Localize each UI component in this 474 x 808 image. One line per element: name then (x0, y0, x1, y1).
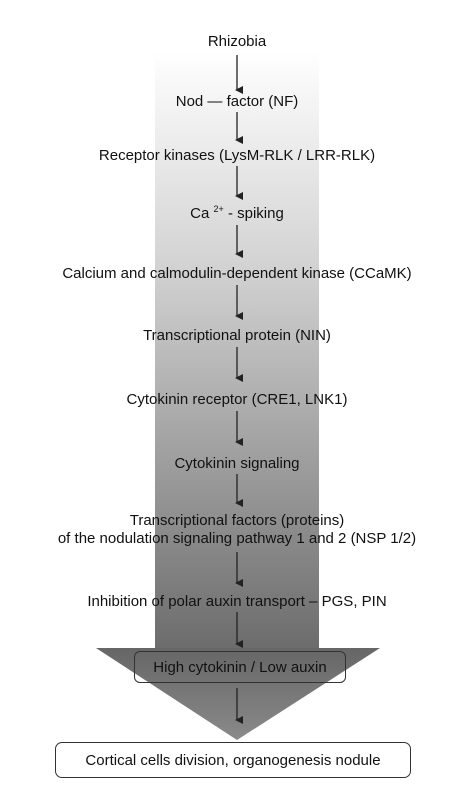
high-box-label: High cytokinin / Low auxin (153, 658, 327, 676)
step-nod-factor: Nod — factor (NF) (175, 93, 299, 110)
step-ca-spiking: Ca 2+ - spiking (0, 205, 474, 223)
final-box-label: Cortical cells division, organogenesis n… (85, 751, 381, 769)
cortical-division-box: Cortical cells division, organogenesis n… (55, 742, 411, 778)
high-cytokinin-low-auxin-box: High cytokinin / Low auxin (134, 651, 346, 683)
step-nsp-line-2: of the nodulation signaling pathway 1 an… (57, 530, 417, 547)
step-cytokinin-signaling: Cytokinin signaling (174, 455, 300, 472)
gradient-arrow-head (96, 648, 380, 740)
step-ca-spiking-post: - spiking (223, 205, 284, 222)
step-receptor-kinases: Receptor kinases (LysM-RLK / LRR-RLK) (98, 147, 376, 164)
step-ccamk: Calcium and calmodulin-dependent kinase … (62, 265, 412, 282)
step-nsp-line-1: Transcriptional factors (proteins) (129, 512, 345, 529)
step-nin: Transcriptional protein (NIN) (143, 327, 331, 344)
step-rhizobia: Rhizobia (207, 33, 267, 50)
step-ca-spiking-pre: Ca (190, 205, 214, 222)
step-auxin-inhibition: Inhibition of polar auxin transport – PG… (87, 593, 387, 610)
step-cytokinin-receptor: Cytokinin receptor (CRE1, LNK1) (126, 391, 348, 408)
step-nsp-factors: Transcriptional factors (proteins) of th… (0, 512, 474, 548)
step-ca-spiking-superscript: 2+ (213, 204, 224, 214)
